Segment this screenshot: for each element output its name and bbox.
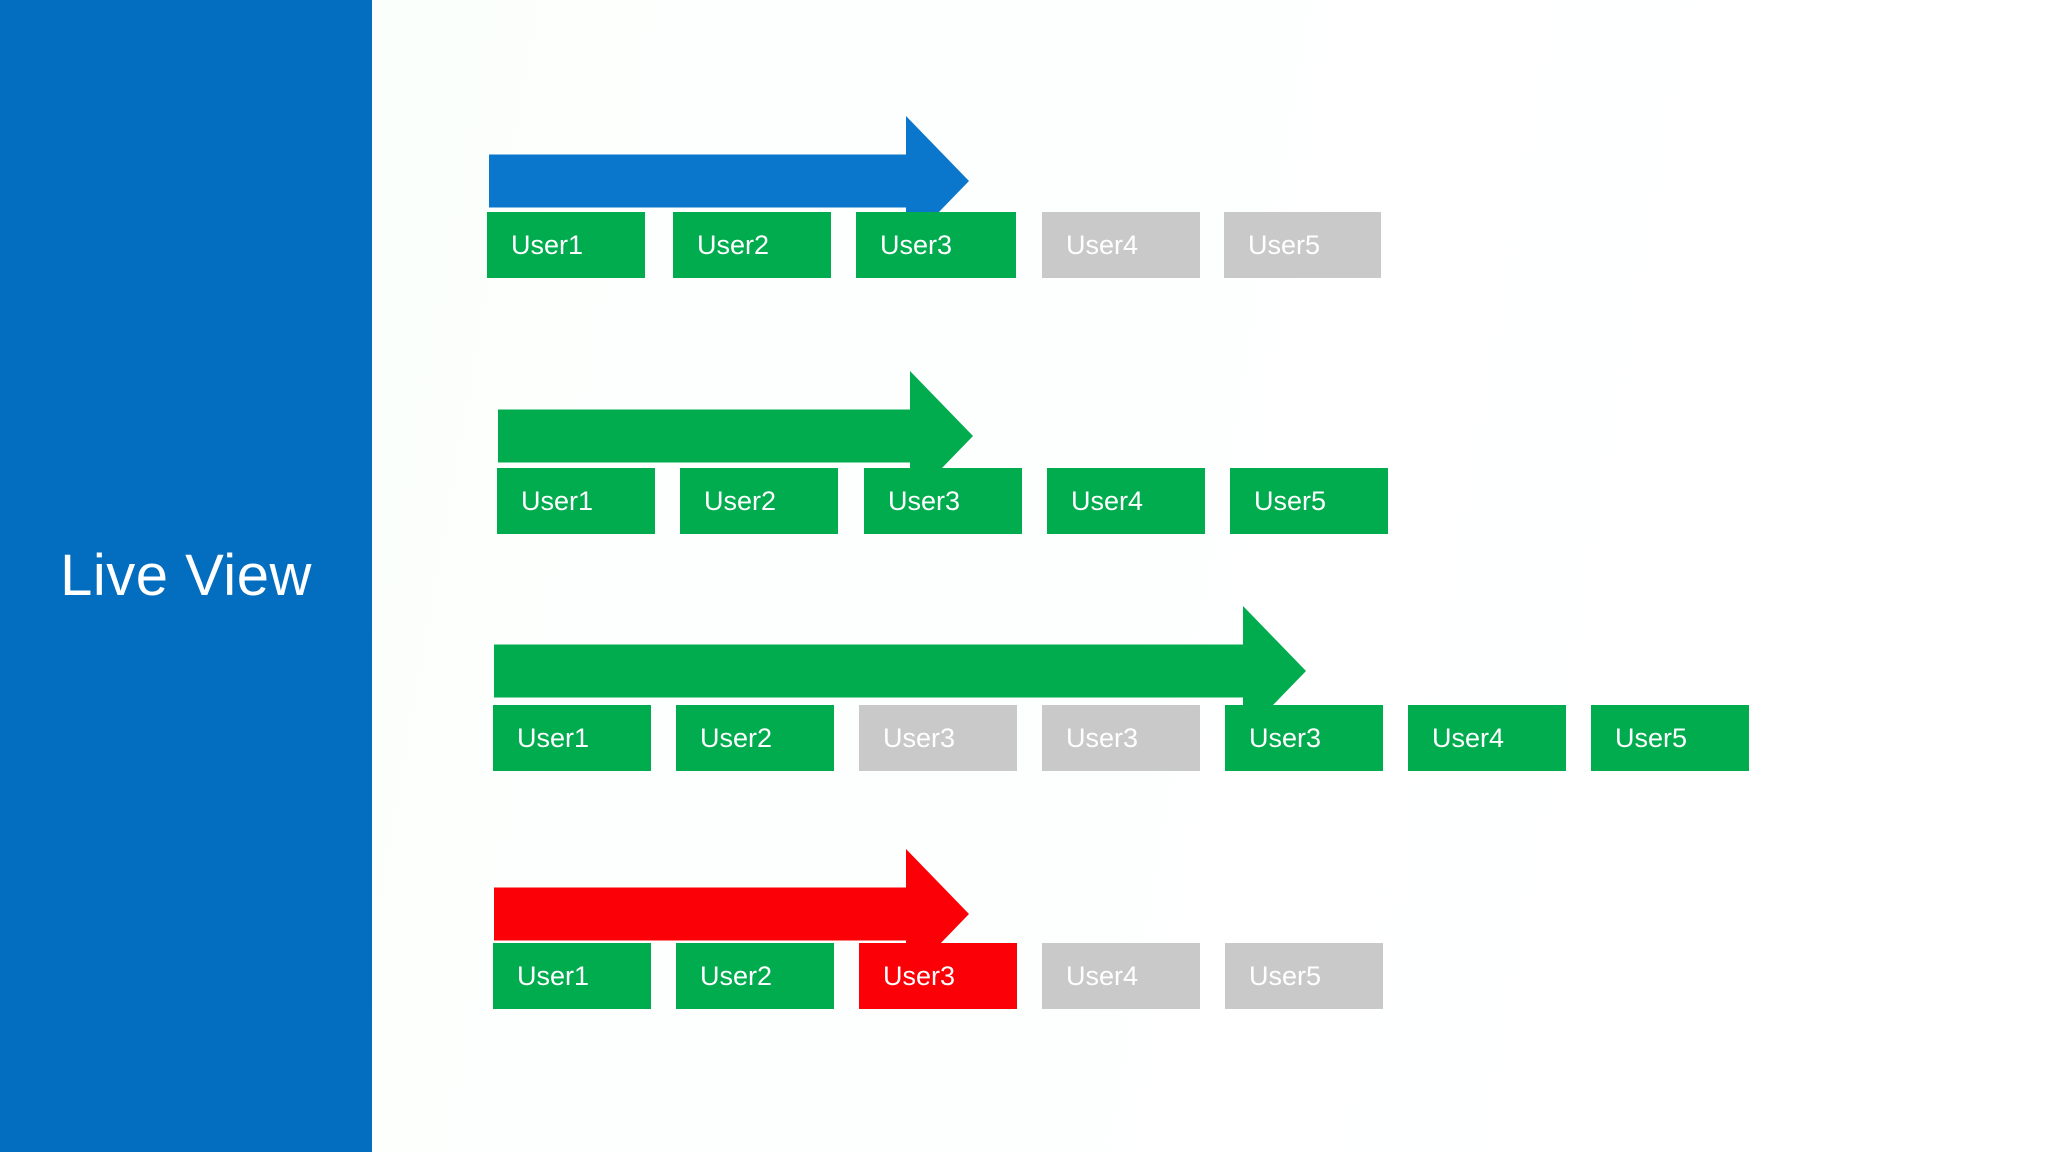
- block-label: User2: [700, 722, 773, 753]
- block-label: User2: [697, 229, 770, 260]
- block-label: User5: [1615, 722, 1688, 753]
- row-1-block-3[interactable]: User3: [856, 212, 1016, 278]
- block-label: User3: [888, 485, 961, 516]
- row-3-block-5[interactable]: User3: [1225, 705, 1383, 771]
- row-4-block-2[interactable]: User2: [676, 943, 834, 1009]
- block-label: User4: [1066, 960, 1139, 991]
- row-4-arrow-glyph: [494, 849, 969, 979]
- row-4-block-3[interactable]: User3: [859, 943, 1017, 1009]
- block-label: User1: [511, 229, 584, 260]
- row-3-block-6[interactable]: User4: [1408, 705, 1566, 771]
- row-3-arrow: [494, 606, 1306, 736]
- row-1-arrow: [489, 116, 969, 246]
- row-3-arrow-glyph: [494, 606, 1306, 736]
- page-title: Live View: [60, 543, 312, 608]
- row-4-blocks: User1 User2 User3 User4 User5: [493, 943, 1383, 1009]
- left-blue-panel: Live View: [0, 0, 372, 1152]
- row-3-block-4[interactable]: User3: [1042, 705, 1200, 771]
- row-4-block-1[interactable]: User1: [493, 943, 651, 1009]
- row-4-block-5[interactable]: User5: [1225, 943, 1383, 1009]
- block-label: User4: [1071, 485, 1144, 516]
- block-label: User5: [1248, 229, 1321, 260]
- row-2-block-3[interactable]: User3: [864, 468, 1022, 534]
- row-4-arrow: [494, 849, 969, 979]
- block-label: User3: [883, 960, 956, 991]
- row-1-blocks: User1 User2 User3 User4 User5: [487, 212, 1381, 278]
- block-label: User3: [1249, 722, 1322, 753]
- row-1-block-4[interactable]: User4: [1042, 212, 1200, 278]
- row-3-block-7[interactable]: User5: [1591, 705, 1749, 771]
- row-1-block-1[interactable]: User1: [487, 212, 645, 278]
- row-2-block-5[interactable]: User5: [1230, 468, 1388, 534]
- block-label: User3: [880, 229, 953, 260]
- row-2-arrow: [498, 371, 973, 501]
- block-label: User1: [521, 485, 594, 516]
- row-2-blocks: User1 User2 User3 User4 User5: [497, 468, 1388, 534]
- block-label: User3: [883, 722, 956, 753]
- block-label: User2: [704, 485, 777, 516]
- row-3-blocks: User1 User2 User3 User3 User3 User4 User5: [493, 705, 1749, 771]
- row-3-block-1[interactable]: User1: [493, 705, 651, 771]
- block-label: User1: [517, 722, 590, 753]
- row-3-block-3[interactable]: User3: [859, 705, 1017, 771]
- row-4-block-4[interactable]: User4: [1042, 943, 1200, 1009]
- block-label: User3: [1066, 722, 1139, 753]
- block-label: User2: [700, 960, 773, 991]
- row-2-block-4[interactable]: User4: [1047, 468, 1205, 534]
- row-1-block-2[interactable]: User2: [673, 212, 831, 278]
- block-label: User5: [1249, 960, 1322, 991]
- row-1-block-5[interactable]: User5: [1224, 212, 1381, 278]
- row-1-arrow-glyph: [489, 116, 969, 246]
- row-2-block-2[interactable]: User2: [680, 468, 838, 534]
- row-3-block-2[interactable]: User2: [676, 705, 834, 771]
- row-2-arrow-glyph: [498, 371, 973, 501]
- block-label: User4: [1432, 722, 1505, 753]
- block-label: User4: [1066, 229, 1139, 260]
- row-2-block-1[interactable]: User1: [497, 468, 655, 534]
- block-label: User5: [1254, 485, 1327, 516]
- block-label: User1: [517, 960, 590, 991]
